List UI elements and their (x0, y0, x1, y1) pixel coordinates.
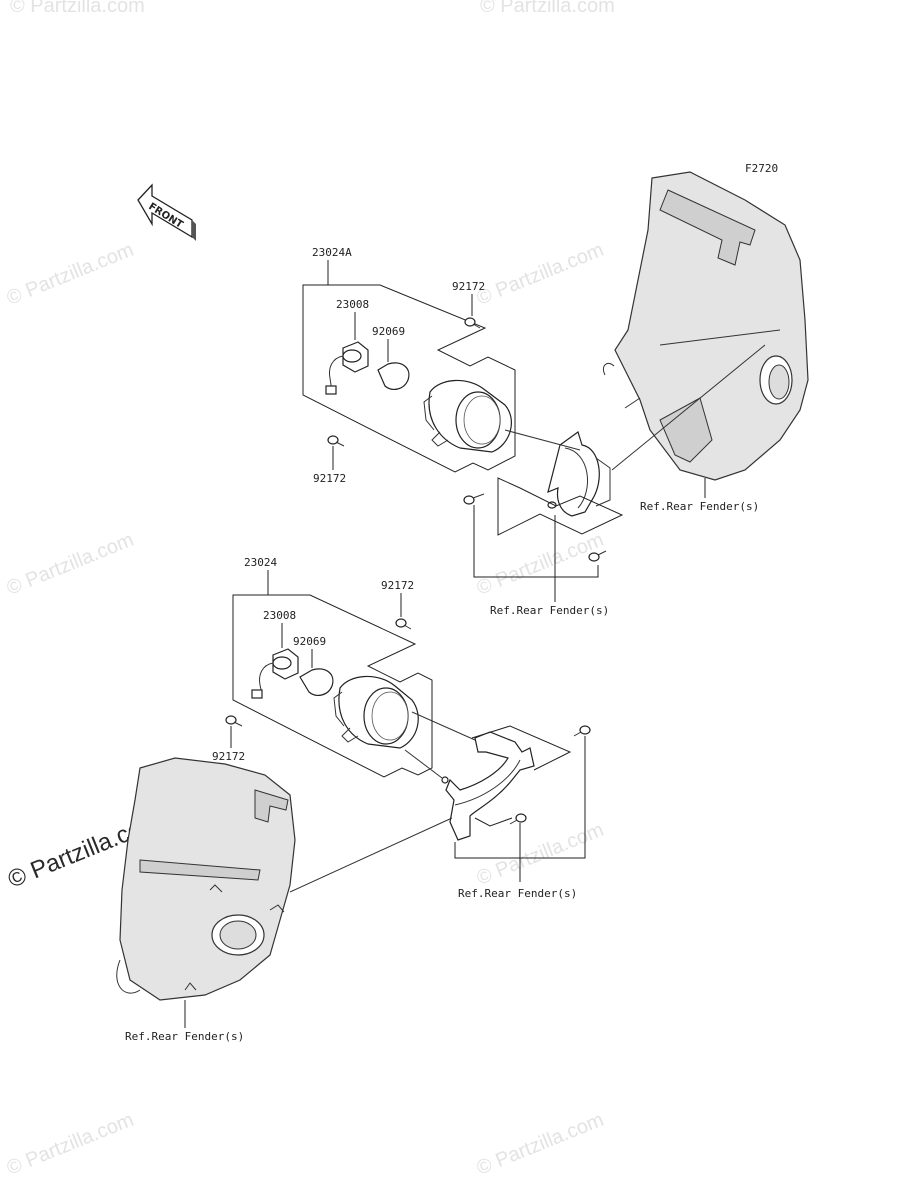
front-arrow-icon: FRONT (137, 183, 196, 241)
label-upper-socket: 23008 (336, 298, 369, 311)
watermark-text: © Partzilla.com (4, 239, 137, 310)
screw-bracket-upper-left (463, 493, 485, 505)
screw-lower-top (395, 618, 412, 630)
label-upper-screw-top: 92172 (452, 280, 485, 293)
label-upper-screw-bottom: 92172 (313, 472, 346, 485)
screw-upper-bottom (327, 435, 345, 447)
watermark-text: © Partzilla.com (474, 239, 607, 310)
label-upper-ref-fender: Ref.Rear Fender(s) (640, 500, 759, 513)
bulb-lower (299, 668, 334, 696)
rear-fender-upper-right (602, 171, 809, 481)
label-lower-socket: 23008 (263, 609, 296, 622)
watermark-text: © Partzilla.com (4, 1109, 137, 1180)
fog-lamp-lower (333, 675, 419, 749)
watermark-text: © Partzilla.com (480, 0, 615, 17)
screw-bracket-lower-left (509, 813, 527, 825)
label-upper-bulb: 92069 (372, 325, 405, 338)
watermarks: © Partzilla.com © Partzilla.com © Partzi… (4, 0, 615, 1180)
screw-bracket-upper-right (588, 550, 607, 562)
label-lower-screw-top: 92172 (381, 579, 414, 592)
screw-bracket-lower-right (573, 725, 591, 737)
watermark-text: © Partzilla.com (474, 819, 607, 890)
watermark-text: © Partzilla.com (474, 1109, 607, 1180)
watermark-text: © Partzilla.com (10, 0, 145, 17)
mounting-bracket-upper (547, 431, 611, 517)
label-lower-assembly: 23024 (244, 556, 277, 569)
fog-lamp-upper (423, 379, 513, 453)
label-lower-ref-fender: Ref.Rear Fender(s) (125, 1030, 244, 1043)
label-lower-ref-bracket: Ref.Rear Fender(s) (458, 887, 577, 900)
watermark-text: © Partzilla.com (4, 529, 137, 600)
label-lower-bulb: 92069 (293, 635, 326, 648)
bulb-socket-lower (251, 648, 299, 699)
diagram-id: F2720 (745, 162, 778, 175)
label-upper-ref-bracket: Ref.Rear Fender(s) (490, 604, 609, 617)
label-lower-screw-bottom: 92172 (212, 750, 245, 763)
label-upper-assembly: 23024A (312, 246, 352, 259)
watermark-text: © Partzilla.com (474, 529, 607, 600)
mounting-bracket-lower (441, 731, 535, 841)
bulb-socket-upper (325, 341, 369, 395)
screw-lower-bottom (225, 715, 243, 727)
rear-fender-lower-left (116, 757, 296, 1001)
bulb-upper (377, 362, 410, 390)
screw-upper-top (464, 317, 481, 329)
